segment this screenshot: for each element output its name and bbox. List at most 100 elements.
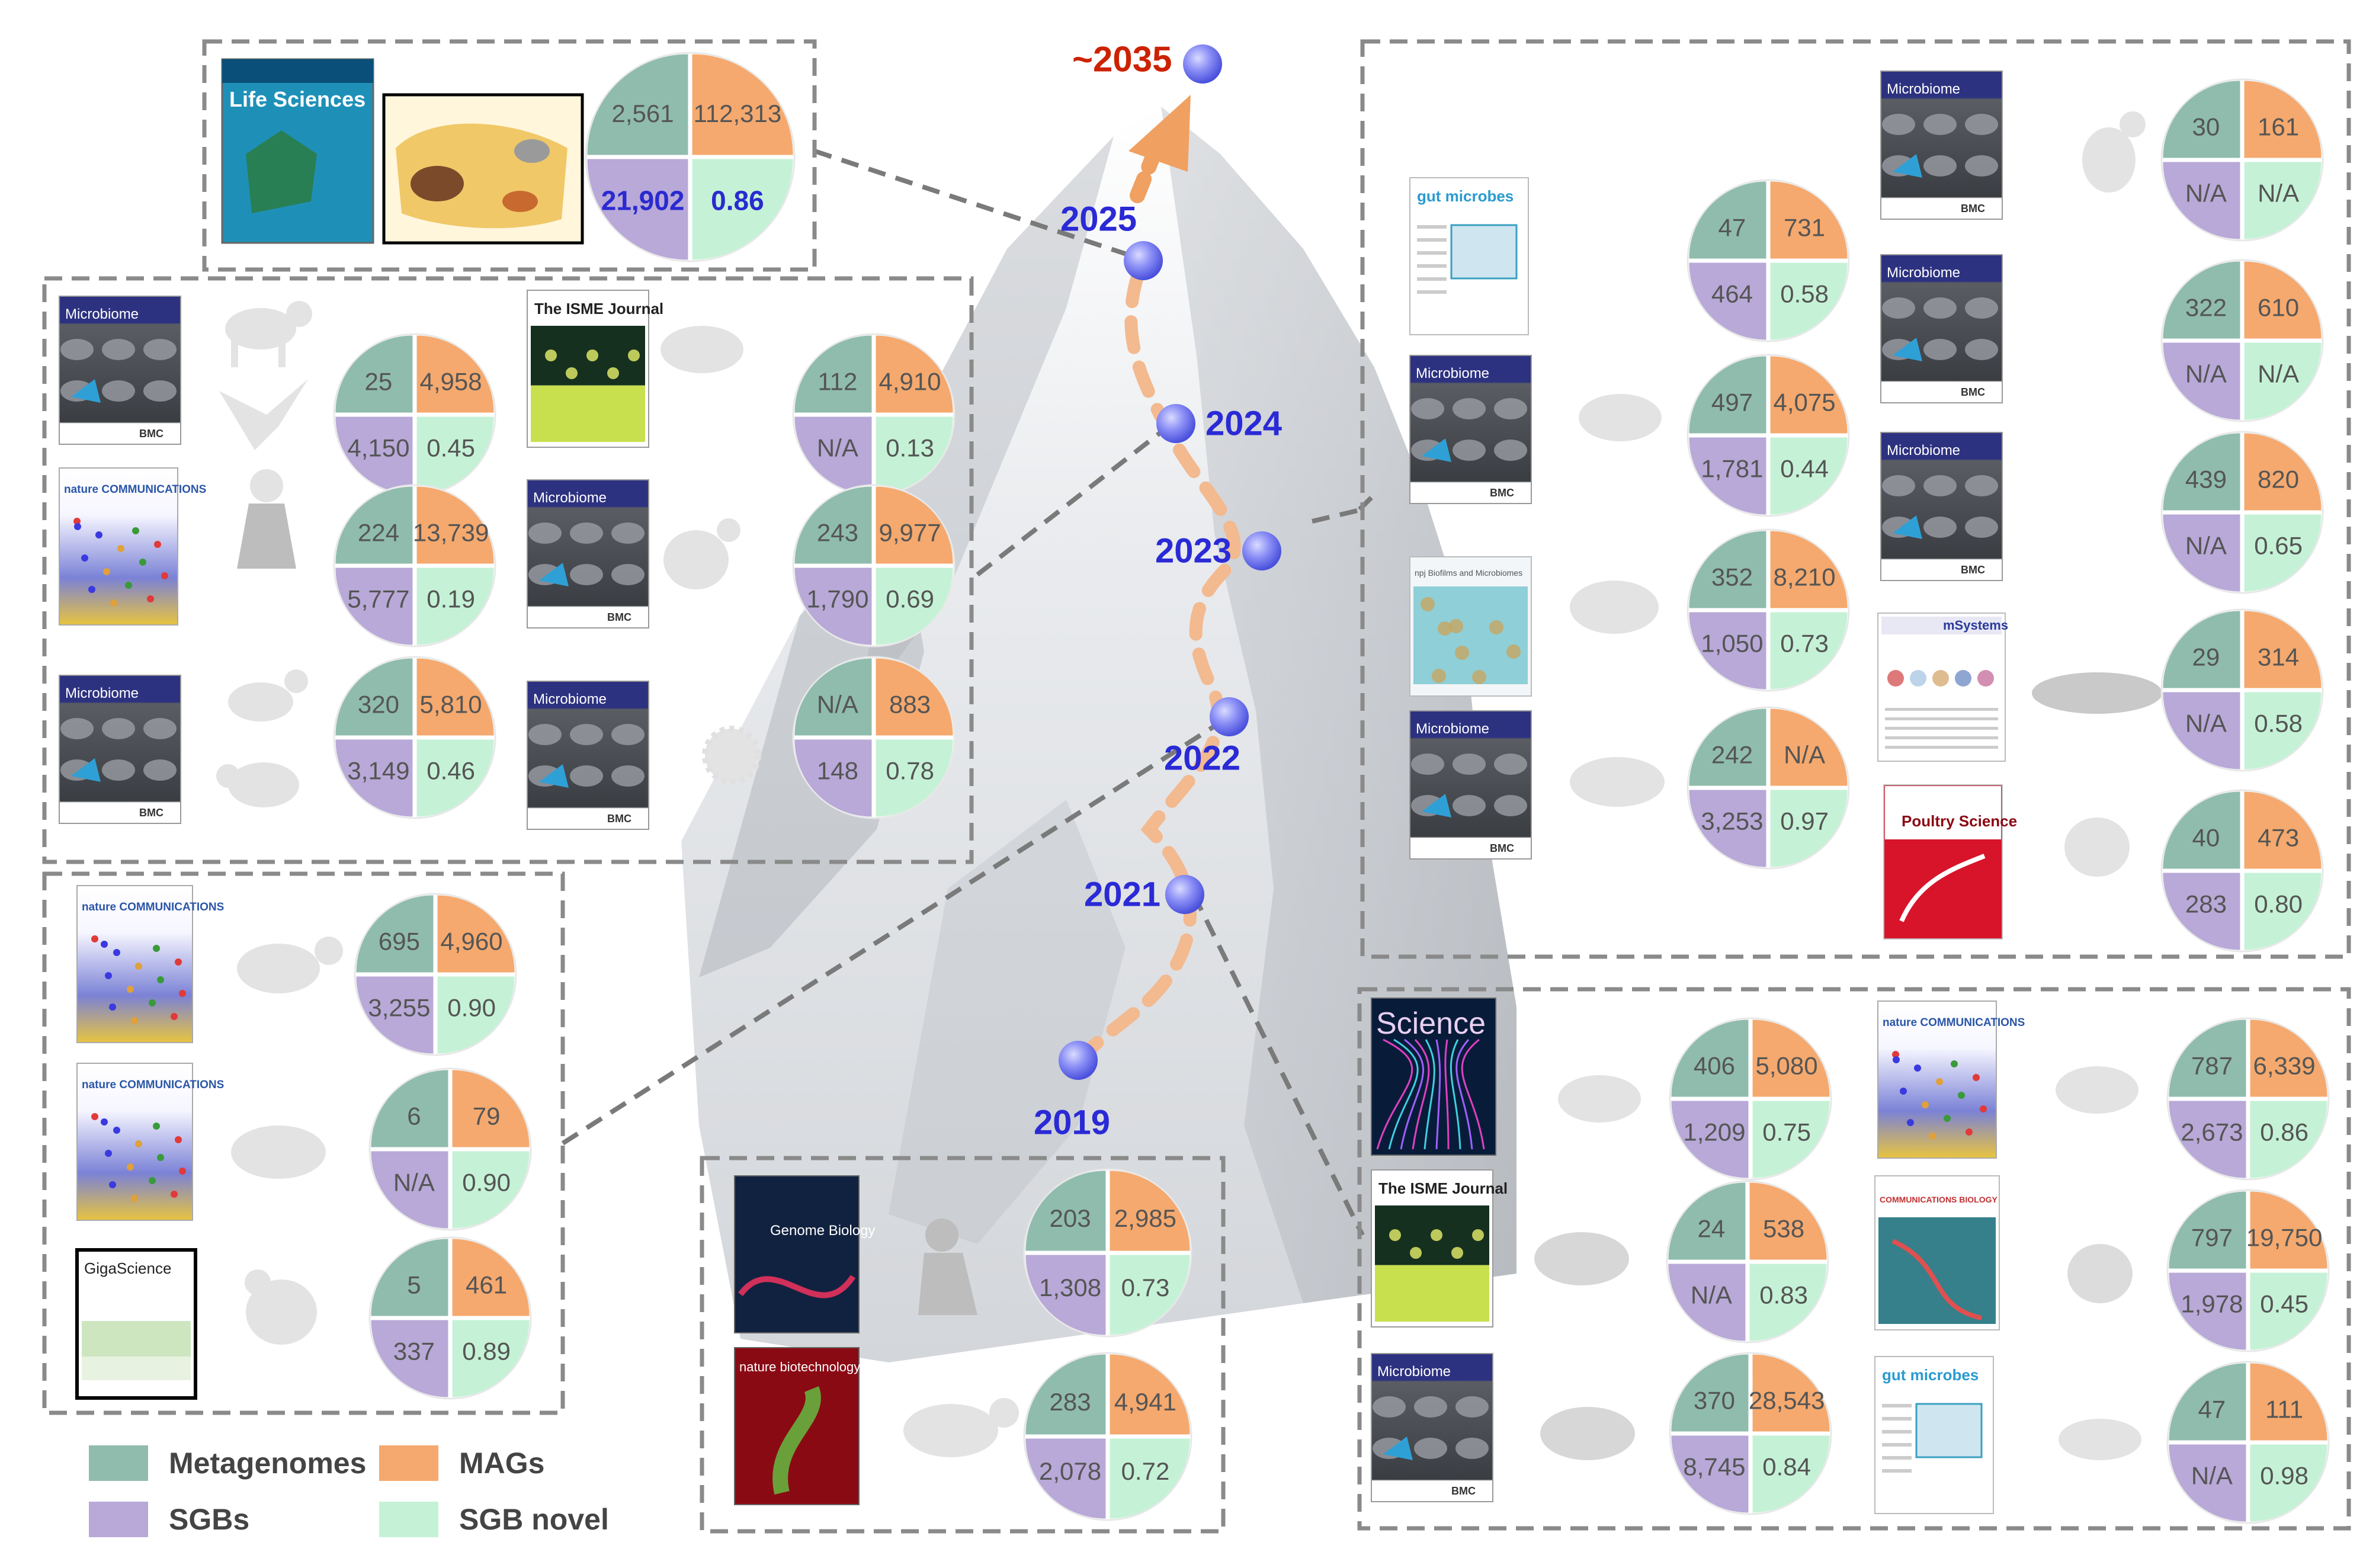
pie-value-mags: 19,750 <box>2246 1223 2322 1251</box>
cover-microbiome-2021-title: Microbiome <box>1377 1364 1451 1380</box>
pie-quadrant-sgb-novel <box>2250 1101 2327 1178</box>
cover-microbiome-2024-c-title: BMC <box>607 611 631 623</box>
pie-value-sgb-novel: 0.90 <box>447 994 496 1022</box>
cover-microbiome-2023-e-title: Microbiome <box>1887 442 1960 458</box>
pie-value-mags: 5,810 <box>420 690 482 718</box>
pie-value-metagenomes: 243 <box>817 518 858 546</box>
cow-icon <box>225 301 312 367</box>
pie-quadrant-sgb-novel <box>1770 612 1848 690</box>
cover-nature-comms-2022-a-title: nature COMMUNICATIONS <box>82 901 224 913</box>
cover-microbiome-2023-c-title: BMC <box>1961 203 1985 214</box>
pie-value-metagenomes: 47 <box>1718 213 1746 241</box>
marker-2019 <box>1059 1041 1098 1080</box>
legend-swatch-mags <box>379 1445 438 1481</box>
pie-value-sgbs: 283 <box>2185 890 2227 918</box>
pie-value-metagenomes: 6 <box>407 1102 421 1130</box>
cover-gut-microbes-2021: gut microbes <box>1874 1356 1994 1514</box>
panel-2023 <box>1360 39 2351 959</box>
pie-value-mags: 820 <box>2258 465 2299 493</box>
panel-2019 <box>700 1156 1226 1534</box>
pie-quadrant-metagenomes <box>1689 356 1766 434</box>
pie-value-mags: 79 <box>473 1102 501 1130</box>
pie-value-sgb-novel: 0.90 <box>462 1169 511 1197</box>
pie-value-sgbs: 1,790 <box>806 585 868 613</box>
cover-microbiome-2023-d-title: Microbiome <box>1887 265 1960 281</box>
cover-nature-comms-2022-a: nature COMMUNICATIONS <box>76 885 224 1043</box>
pie-value-mags: 731 <box>1784 213 1825 241</box>
pie-quadrant-metagenomes <box>794 335 872 413</box>
pie-quadrant-mags <box>876 335 953 413</box>
pie-quadrant-sgb-novel <box>2244 342 2322 420</box>
pie-value-sgbs: 8,745 <box>1683 1453 1745 1481</box>
cover-comms-biology-2021: COMMUNICATIONS BIOLOGY <box>1874 1175 2000 1330</box>
pie-value-metagenomes: 24 <box>1698 1214 1726 1242</box>
hen-icon <box>245 1269 317 1345</box>
pie-quadrant-metagenomes <box>2163 81 2240 158</box>
pie-value-sgb-novel: 0.73 <box>1780 630 1829 658</box>
pie-quadrant-sgb-novel <box>1770 262 1848 340</box>
pie-value-metagenomes: 797 <box>2191 1223 2233 1251</box>
pie-quadrant-mags <box>2250 1191 2327 1269</box>
cover-isme-2024: The ISME Journal <box>527 290 663 448</box>
pie-quadrant-mags <box>1770 708 1848 786</box>
pig-icon-2021 <box>2056 1066 2138 1114</box>
pie-quadrant-mags <box>416 658 494 736</box>
pie-value-metagenomes: 2,561 <box>612 100 674 127</box>
cow-icon-2019 <box>903 1398 1019 1457</box>
pie-quadrant-sgbs <box>1689 612 1766 690</box>
legend-swatch-sgbs <box>89 1502 148 1537</box>
pie-quadrant-sgbs <box>371 1151 448 1229</box>
pie-value-sgb-novel: 0.89 <box>462 1338 511 1365</box>
panel-2025 <box>202 39 817 272</box>
marker-2021 <box>1165 875 1204 914</box>
cover-nature-comms-2021-title: nature COMMUNICATIONS <box>1883 1017 2025 1029</box>
year-label-2025: 2025 <box>1060 200 1137 239</box>
pie-value-mags: 5,080 <box>1756 1051 1818 1079</box>
cover-genome-biology-2019: Genome Biology <box>734 1175 875 1333</box>
pie-value-sgbs: 4,150 <box>347 434 409 462</box>
cattle-icon <box>237 937 343 993</box>
pie-quadrant-sgbs <box>1689 262 1766 340</box>
virus-icon <box>702 726 761 785</box>
pie-value-metagenomes: 242 <box>1711 740 1753 768</box>
bird-icon <box>219 379 308 450</box>
pie-quadrant-mags <box>416 486 494 564</box>
pie-value-metagenomes: 352 <box>1711 563 1753 591</box>
pie-value-sgbs: 2,078 <box>1039 1457 1101 1485</box>
marker-2024 <box>1156 404 1195 443</box>
pie-quadrant-sgb-novel <box>2244 692 2322 769</box>
pie-quadrant-sgb-novel <box>2250 1444 2327 1522</box>
pie-quadrant-sgbs <box>2163 873 2240 950</box>
cover-biofilms-2023-title: npj Biofilms and Microbiomes <box>1415 568 1522 578</box>
fish-icon-2021-b <box>2059 1419 2141 1460</box>
pie-value-mags: 4,941 <box>1114 1388 1176 1416</box>
legend-label-metagenomes: Metagenomes <box>169 1447 366 1480</box>
marker-2022 <box>1210 697 1249 736</box>
cover-nature-comms-2024-title: nature COMMUNICATIONS <box>64 483 206 496</box>
pie-quadrant-mags <box>437 895 515 973</box>
legend-label-sgbs: SGBs <box>169 1503 249 1536</box>
pie-quadrant-sgb-novel <box>1770 790 1848 867</box>
pie-quadrant-mags <box>876 658 953 736</box>
pig-icon <box>661 326 743 373</box>
cat-icon-2023 <box>2082 111 2146 193</box>
pie-value-sgb-novel: 0.86 <box>2260 1118 2309 1146</box>
legend-label-sgb-novel: SGB novel <box>459 1503 609 1536</box>
chicken-icon <box>663 518 740 589</box>
pie-quadrant-mags <box>2250 1019 2327 1097</box>
year-label-2023: 2023 <box>1155 532 1232 570</box>
pie-quadrant-sgb-novel <box>1749 1264 1827 1341</box>
pie-value-sgb-novel: 0.65 <box>2254 532 2303 560</box>
pie-quadrant-mags <box>1770 181 1848 259</box>
